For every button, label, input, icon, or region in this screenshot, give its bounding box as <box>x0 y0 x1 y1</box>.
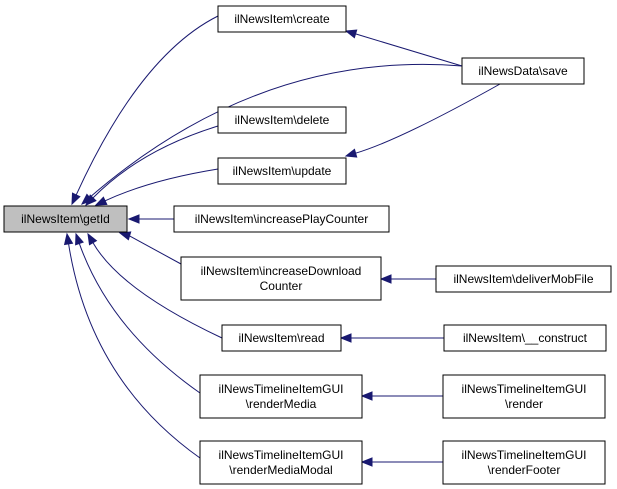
edge-arrowhead <box>87 232 98 246</box>
node-box[interactable] <box>173 205 390 233</box>
node-box[interactable] <box>3 205 128 233</box>
edge-arrowhead <box>63 232 74 246</box>
node-save[interactable]: ilNewsData\save <box>461 57 585 85</box>
node-construct[interactable]: ilNewsItem\__construct <box>443 324 607 352</box>
node-label: ilNewsItem\increasePlayCounter <box>195 212 368 226</box>
node-read[interactable]: ilNewsItem\read <box>221 324 342 352</box>
node-box[interactable] <box>221 324 342 352</box>
node-label: \renderMediaModal <box>229 463 332 477</box>
node-label: ilNewsItem\update <box>233 164 332 178</box>
edge-arrowhead <box>344 29 358 39</box>
node-box[interactable] <box>442 374 606 419</box>
node-getid[interactable]: ilNewsItem\getId <box>3 205 128 233</box>
edge-arrowhead <box>127 214 140 224</box>
node-label: Counter <box>260 279 303 293</box>
node-label: ilNewsTimelineItemGUI <box>219 382 344 396</box>
node-rendermedia[interactable]: ilNewsTimelineItemGUI\renderMedia <box>199 374 363 419</box>
edge-arrowhead <box>360 457 373 467</box>
node-render[interactable]: ilNewsTimelineItemGUI\render <box>442 374 606 419</box>
edge-arrowhead <box>379 274 392 284</box>
edge-rendermodal-to-getid <box>68 243 201 459</box>
edge-incdl-to-getid <box>129 235 182 265</box>
node-label: \render <box>505 397 543 411</box>
node-label: ilNewsTimelineItemGUI <box>462 448 587 462</box>
node-box[interactable] <box>461 57 585 85</box>
nodes-layer: ilNewsItem\getId ilNewsItem\create ilNewsD… <box>3 5 612 485</box>
edge-create-to-getid <box>75 15 219 196</box>
edge-arrowhead <box>118 231 132 241</box>
node-create[interactable]: ilNewsItem\create <box>217 5 347 33</box>
node-label: ilNewsItem\read <box>238 331 324 345</box>
edge-save-to-update <box>355 83 501 154</box>
node-box[interactable] <box>443 324 607 352</box>
node-label: ilNewsItem\__construct <box>463 331 588 345</box>
node-renderfooter[interactable]: ilNewsTimelineItemGUI\renderFooter <box>442 440 606 485</box>
edge-arrowhead <box>75 232 84 246</box>
node-rendermodal[interactable]: ilNewsTimelineItemGUI\renderMediaModal <box>199 440 363 485</box>
node-box[interactable] <box>199 374 363 419</box>
node-box[interactable] <box>442 440 606 485</box>
edge-arrowhead <box>85 194 97 206</box>
node-box[interactable] <box>217 106 347 134</box>
node-label: ilNewsItem\deliverMobFile <box>453 272 593 286</box>
edge-arrowhead <box>360 391 373 401</box>
edge-update-to-getid <box>104 168 219 202</box>
node-box[interactable] <box>180 256 382 301</box>
edges-layer <box>63 15 501 467</box>
edge-arrowhead <box>344 148 358 158</box>
node-box[interactable] <box>217 5 347 33</box>
edge-arrowhead <box>94 196 108 206</box>
node-label: ilNewsData\save <box>478 64 568 78</box>
edge-delete-to-getid <box>92 125 219 199</box>
node-label: \renderFooter <box>488 463 561 477</box>
node-incplay[interactable]: ilNewsItem\increasePlayCounter <box>173 205 390 233</box>
edge-arrowhead <box>71 192 81 206</box>
node-label: ilNewsItem\create <box>234 12 330 26</box>
node-label: \renderMedia <box>246 397 317 411</box>
node-delete[interactable]: ilNewsItem\delete <box>217 106 347 134</box>
node-label: ilNewsItem\delete <box>235 113 330 127</box>
node-delivermob[interactable]: ilNewsItem\deliverMobFile <box>435 265 612 293</box>
node-label: ilNewsItem\getId <box>21 212 110 226</box>
node-box[interactable] <box>199 440 363 485</box>
node-label: ilNewsItem\increaseDownload <box>201 264 362 278</box>
node-box[interactable] <box>435 265 612 293</box>
edge-read-to-getid <box>92 242 223 339</box>
edge-rendermedia-to-getid <box>78 243 201 394</box>
edge-arrowhead <box>339 333 352 343</box>
edge-save-to-create <box>355 33 463 67</box>
edge-save-to-getid <box>89 63 463 198</box>
node-box[interactable] <box>217 157 347 185</box>
node-label: ilNewsTimelineItemGUI <box>219 448 344 462</box>
node-update[interactable]: ilNewsItem\update <box>217 157 347 185</box>
node-label: ilNewsTimelineItemGUI <box>462 382 587 396</box>
